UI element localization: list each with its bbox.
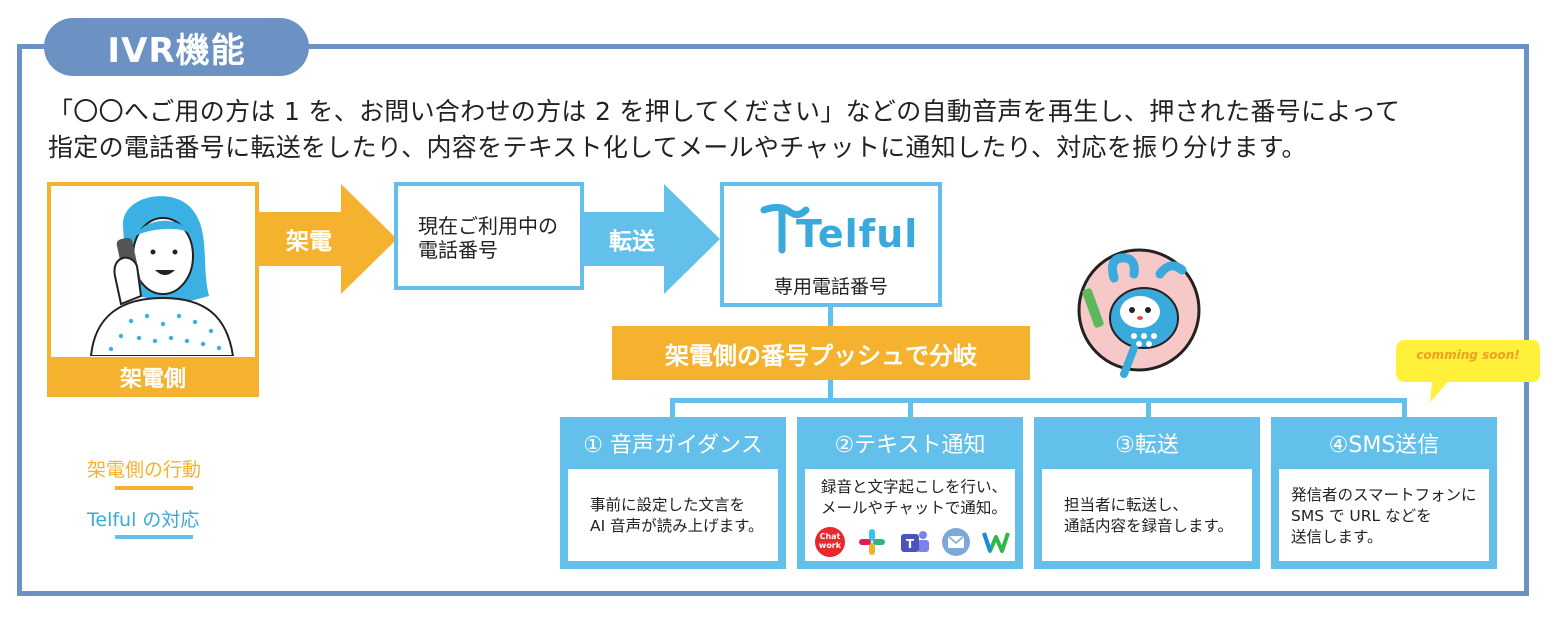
description-line-1: 「〇〇へご用の方は 1 を、お問い合わせの方は 2 を押してください」などの自動…	[48, 97, 1401, 126]
legend-caller-action: 架電側の行動	[87, 459, 202, 481]
telful-subtitle: 専用電話番号	[773, 276, 888, 298]
connector-line	[828, 307, 833, 327]
works-icon	[982, 532, 1010, 553]
notification-icons: Chat work T	[815, 527, 1015, 559]
description-line-2: 指定の電話番号に転送をしたり、内容をテキスト化してメールやチャットに通知したり、…	[48, 133, 1307, 162]
coming-soon-badge: comming soon!	[1392, 336, 1542, 406]
call-arrow: 架電	[259, 184, 399, 294]
option-card-transfer: ③転送 担当者に転送し、 通話内容を録音します。	[1034, 417, 1260, 569]
caller-illustration	[89, 196, 235, 356]
option-body-1-line-2: AI 音声が読み上げます。	[590, 517, 764, 535]
option-body-4-line-1: 発信者のスマートフォンに	[1291, 486, 1477, 504]
option-body-1: 事前に設定した文言を AI 音声が読み上げます。	[568, 469, 778, 537]
current-number-line-1: 現在ご利用中の	[418, 214, 558, 238]
option-title-1: ① 音声ガイダンス	[560, 417, 786, 469]
tree-branch-2	[908, 398, 913, 418]
tree-horizontal	[670, 398, 1406, 403]
caller-label: 架電側	[47, 357, 259, 397]
option-body-4-line-3: 送信します。	[1291, 528, 1383, 546]
current-number-box: 現在ご利用中の 電話番号	[394, 182, 584, 290]
mascot	[1074, 248, 1204, 378]
option-body-4-line-2: SMS で URL などを	[1291, 507, 1432, 525]
option-body-3: 担当者に転送し、 通話内容を録音します。	[1042, 469, 1252, 537]
telful-logo	[760, 204, 810, 254]
option-body-3-line-2: 通話内容を録音します。	[1064, 517, 1233, 535]
option-card-voice-guidance: ① 音声ガイダンス 事前に設定した文言を AI 音声が読み上げます。	[560, 417, 786, 569]
section-title: IVR機能	[44, 18, 309, 76]
chatwork-icon: Chat work	[815, 527, 845, 557]
forward-arrow-label: 転送	[609, 229, 655, 255]
branch-banner: 架電側の番号プッシュで分岐	[612, 326, 1030, 380]
forward-arrow: 転送	[582, 184, 722, 294]
option-body-1-line-1: 事前に設定した文言を	[590, 496, 746, 514]
telful-logo-text: Telful	[796, 212, 919, 256]
legend-telful-action: Telful の対応	[87, 509, 200, 531]
option-card-text-notification: ②テキスト通知 録音と文字起こしを行い、 メールやチャットで通知。 Chat w…	[797, 417, 1023, 569]
option-body-4: 発信者のスマートフォンに SMS で URL などを 送信します。	[1279, 469, 1489, 548]
slack-icon	[859, 529, 885, 555]
telful-number-box: Telful 専用電話番号	[720, 182, 942, 307]
option-body-2: 録音と文字起こしを行い、 メールやチャットで通知。	[805, 469, 1015, 519]
tree-branch-3	[1146, 398, 1151, 418]
option-title-4: ④SMS送信	[1271, 417, 1497, 469]
tree-branch-1	[670, 398, 675, 418]
legend-blue-swatch	[115, 535, 193, 539]
legend-orange-swatch	[115, 486, 193, 490]
chatwork-icon-text-2: work	[818, 541, 842, 550]
option-body-2-line-2: メールやチャットで通知。	[821, 499, 1007, 517]
section-frame	[17, 44, 1529, 596]
option-title-3: ③転送	[1034, 417, 1260, 469]
coming-soon-text: comming soon!	[1416, 348, 1520, 362]
option-body-3-line-1: 担当者に転送し、	[1064, 496, 1189, 514]
chatwork-icon-text-1: Chat	[819, 532, 841, 541]
option-body-2-line-1: 録音と文字起こしを行い、	[821, 478, 1008, 496]
tree-branch-4	[1402, 398, 1407, 418]
tree-stem	[828, 380, 833, 400]
option-title-2: ②テキスト通知	[797, 417, 1023, 469]
svg-text:T: T	[906, 537, 915, 551]
current-number-line-2: 電話番号	[418, 238, 498, 262]
call-arrow-label: 架電	[286, 229, 332, 255]
teams-icon: T	[901, 531, 929, 552]
mail-icon	[942, 528, 970, 556]
option-card-sms: ④SMS送信 発信者のスマートフォンに SMS で URL などを 送信します。	[1271, 417, 1497, 569]
